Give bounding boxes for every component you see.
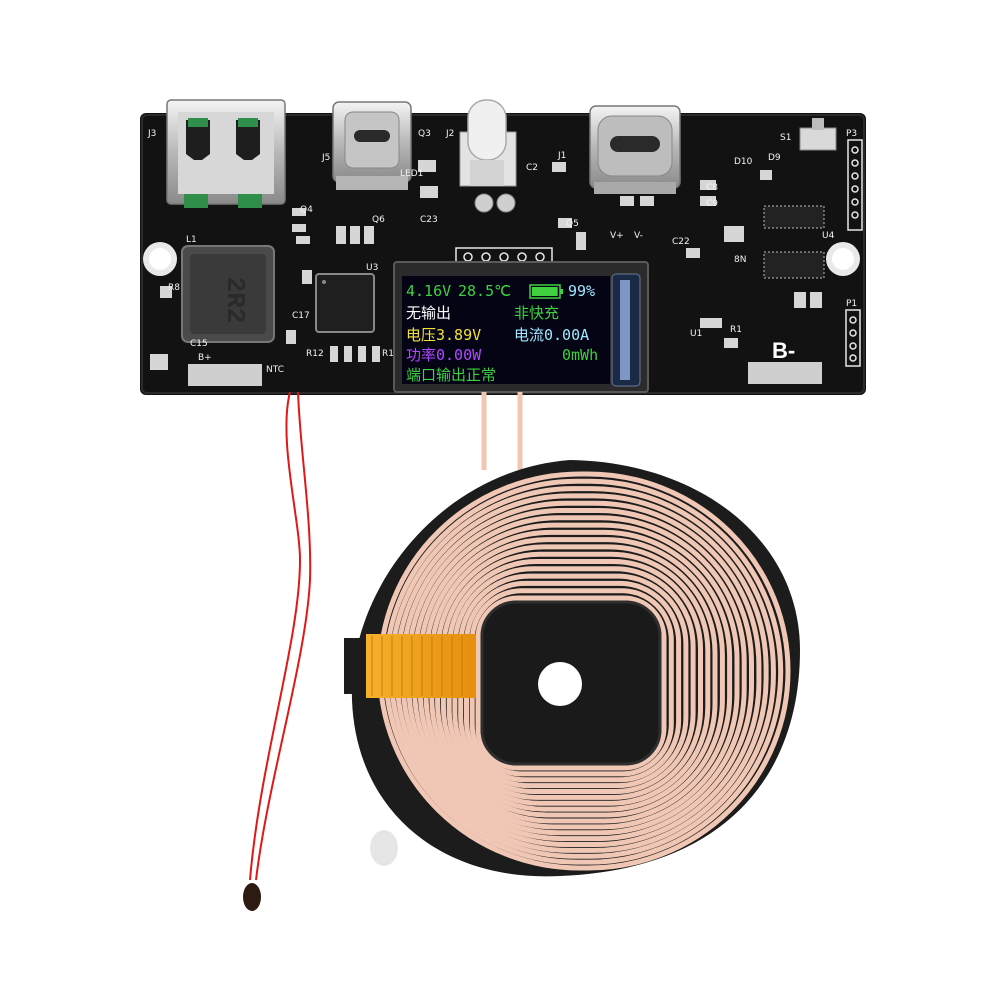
label-l1: L1 (186, 235, 197, 245)
smd-components (150, 160, 822, 370)
label-j3: J3 (147, 129, 156, 139)
label-c23: C23 (420, 215, 438, 225)
ic-controller (315, 273, 375, 333)
flex-cable (344, 634, 476, 698)
label-u1: U1 (690, 329, 702, 339)
lcd-voltage: 4.16V (406, 282, 451, 300)
inductor-value-label: 2R2 (220, 277, 250, 324)
label-s1: S1 (780, 133, 791, 143)
label-v-minus: V- (634, 231, 643, 241)
label-q5: Q5 (566, 219, 579, 229)
coil-center-hole (538, 662, 582, 706)
label-c15: C15 (190, 339, 208, 349)
lcd-battery-icon (529, 284, 563, 299)
label-q3: Q3 (418, 129, 431, 139)
ntc-thermistor (243, 883, 261, 911)
usb-a-port (166, 99, 286, 208)
label-8n: 8N (734, 255, 746, 265)
usb-c-port-right (589, 105, 681, 194)
lcd-port-status: 端口输出正常 (406, 366, 496, 384)
led-indicator (459, 99, 517, 213)
label-j1: J1 (557, 151, 566, 161)
label-c22: C22 (672, 237, 690, 247)
power-inductor: 2R2 (181, 245, 275, 343)
label-led1: LED1 (400, 169, 423, 179)
silkscreen-labels: J3 J5 Q3 J2 LED1 C2 J1 U3 Q4 Q6 C23 L1 R… (147, 129, 857, 375)
lcd-output-voltage: 电压3.89V (406, 326, 481, 344)
label-j2: J2 (445, 129, 454, 139)
pin-header-p1 (845, 309, 861, 367)
lcd-display-text: 4.16V 28.5℃ 99% 无输出 非快充 电压3.89V 电流0.00A … (406, 282, 598, 384)
wireless-charging-coil (344, 460, 800, 877)
label-d9: D9 (768, 153, 781, 163)
label-v-plus: V+ (610, 231, 624, 241)
label-q6: Q6 (372, 215, 385, 225)
lcd-energy: 0mWh (562, 346, 598, 364)
pad-b-minus (748, 362, 822, 384)
pad-b-plus (188, 364, 262, 386)
label-p1: P1 (846, 299, 857, 309)
lcd-output-status: 无输出 (406, 304, 451, 322)
label-p3: P3 (846, 129, 857, 139)
ic-u4-top (763, 205, 825, 229)
tactile-switch (799, 118, 837, 151)
lcd-output-current: 电流0.00A (514, 326, 589, 344)
label-c17: C17 (292, 311, 310, 321)
lcd-temperature: 28.5℃ (458, 282, 511, 300)
mounting-hole-left (143, 242, 177, 276)
ntc-thermistor-wires (249, 391, 312, 881)
label-r13: R13 (382, 349, 400, 359)
label-c9: C9 (706, 199, 718, 209)
label-u3: U3 (366, 263, 378, 273)
label-b-plus: B+ (198, 353, 212, 363)
label-d10: D10 (734, 157, 753, 167)
label-j5: J5 (321, 153, 330, 163)
mounting-hole-right (826, 242, 860, 276)
label-q4: Q4 (300, 205, 313, 215)
coil-leads (481, 392, 523, 470)
label-ntc: NTC (266, 365, 284, 375)
pin-header-p3 (847, 139, 863, 231)
label-b-minus: B- (772, 338, 795, 363)
ic-u4-bottom (763, 251, 825, 279)
lcd-output-power: 功率0.00W (406, 346, 482, 364)
label-c8: C8 (706, 183, 718, 193)
coil-winding (475, 595, 667, 771)
label-u4: U4 (822, 231, 835, 241)
usb-c-port-left (332, 101, 412, 190)
label-r12: R12 (306, 349, 324, 359)
label-r1: R1 (730, 325, 742, 335)
lcd-battery-percent: 99% (568, 282, 595, 300)
lcd-charge-mode: 非快充 (514, 304, 559, 322)
label-r8: R8 (168, 283, 180, 293)
lcd-module (393, 261, 649, 393)
label-c2: C2 (526, 163, 538, 173)
